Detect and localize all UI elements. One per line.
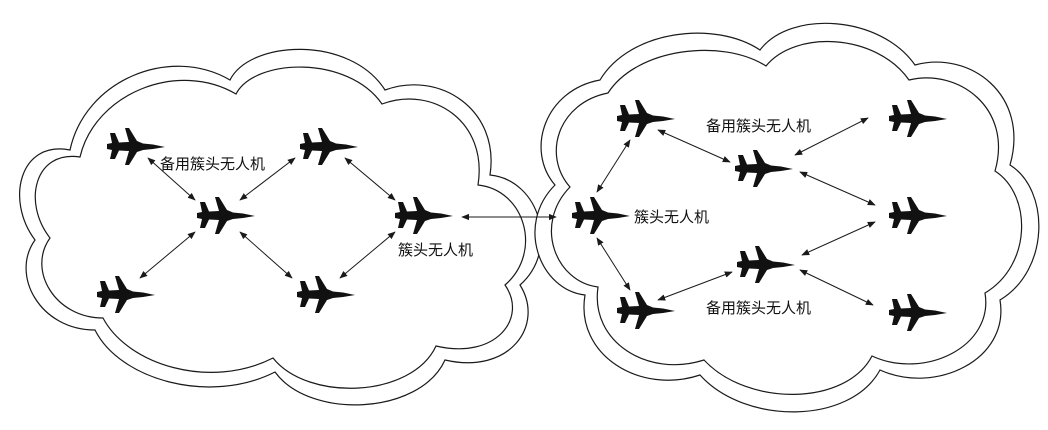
right-cloud-inner-outline — [551, 40, 1023, 395]
right-backup-head-bottom-label: 备用簇头无人机 — [706, 299, 811, 317]
link-r4-r8 — [799, 171, 876, 206]
link-r6-r8 — [801, 221, 876, 256]
right-backup-head-top-label: 备用簇头无人机 — [706, 117, 811, 135]
link-l6-l4 — [339, 231, 396, 279]
link-l3-l6 — [239, 231, 293, 279]
left-swarm-cloud — [19, 48, 542, 406]
left-head-label: 簇头无人机 — [398, 241, 473, 259]
link-r1-r4 — [657, 129, 731, 163]
link-l3-l5 — [139, 231, 196, 279]
left-backup-head-label: 备用簇头无人机 — [160, 155, 265, 173]
link-l2-l3 — [239, 157, 296, 201]
link-r6-r9 — [799, 269, 874, 306]
link-r4-r7 — [794, 117, 869, 156]
link-r1-r3 — [596, 139, 631, 193]
link-l2-l4 — [344, 157, 396, 201]
right-head-label: 簇头无人机 — [634, 208, 709, 226]
link-r5-r6 — [657, 271, 733, 301]
link-l1-l3 — [147, 157, 196, 201]
left-swarm-links — [139, 157, 396, 279]
link-r3-r5 — [596, 237, 631, 291]
right-swarm-links — [596, 117, 876, 306]
